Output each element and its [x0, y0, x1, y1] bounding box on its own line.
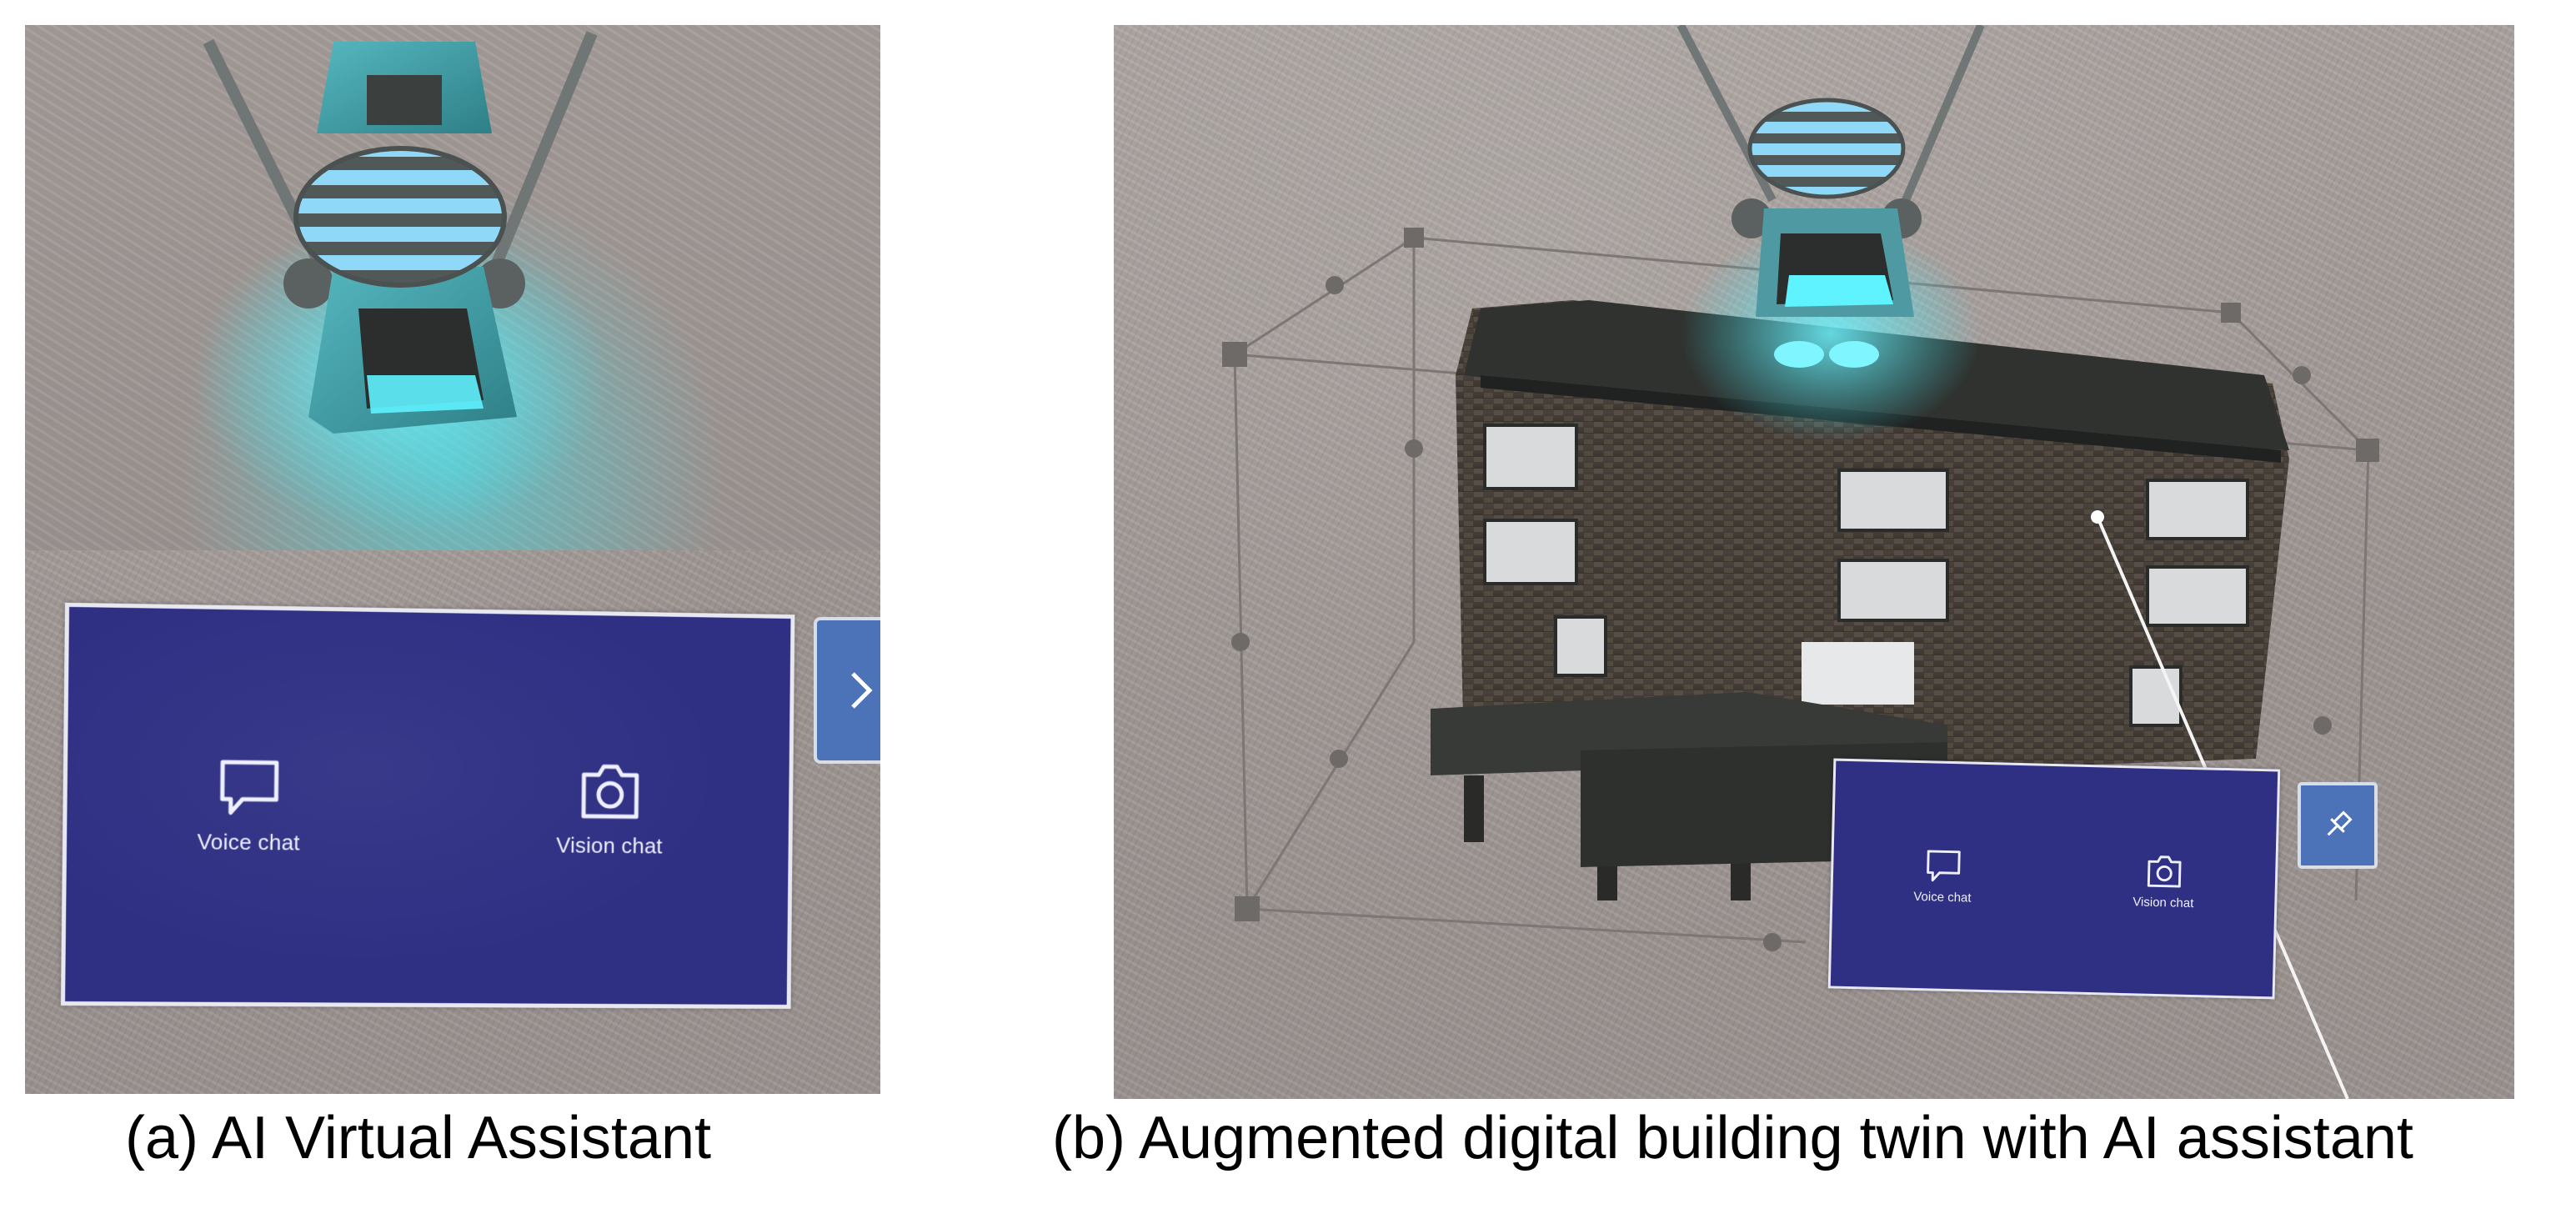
pin-button[interactable] — [2298, 782, 2378, 869]
digital-twin-scene — [1222, 25, 2379, 1099]
expand-side-button[interactable] — [814, 617, 880, 764]
vision-chat-button[interactable]: Vision chat — [2132, 853, 2195, 910]
camera-icon — [579, 761, 642, 821]
ar-view-digital-twin: Voice chat Vision chat — [1114, 25, 2514, 1099]
caption-a: (a) AI Virtual Assistant — [125, 1105, 711, 1171]
ai-assistant-robot[interactable] — [192, 31, 609, 534]
vision-chat-label: Vision chat — [2132, 894, 2194, 910]
pin-icon — [2327, 810, 2353, 836]
camera-icon — [2147, 855, 2182, 887]
assistant-robot-scene — [192, 31, 609, 534]
voice-chat-label: Voice chat — [1913, 889, 1972, 905]
speech-bubble-icon — [217, 756, 282, 817]
vision-chat-button[interactable]: Vision chat — [556, 760, 664, 859]
voice-chat-label: Voice chat — [197, 828, 300, 855]
speech-bubble-icon — [1926, 849, 1961, 881]
voice-chat-button[interactable]: Voice chat — [1913, 847, 1972, 905]
chevron-right-icon — [851, 672, 873, 709]
voice-chat-button[interactable]: Voice chat — [197, 756, 300, 855]
assistant-menu-panel: Voice chat Vision chat — [60, 602, 795, 1009]
ar-view-assistant: Voice chat Vision chat — [25, 25, 880, 1094]
vision-chat-label: Vision chat — [556, 831, 663, 859]
assistant-menu-panel: Voice chat Vision chat — [1827, 758, 2281, 1000]
ai-assistant-robot[interactable] — [1676, 25, 1985, 442]
caption-b: (b) Augmented digital building twin with… — [1052, 1105, 2413, 1171]
